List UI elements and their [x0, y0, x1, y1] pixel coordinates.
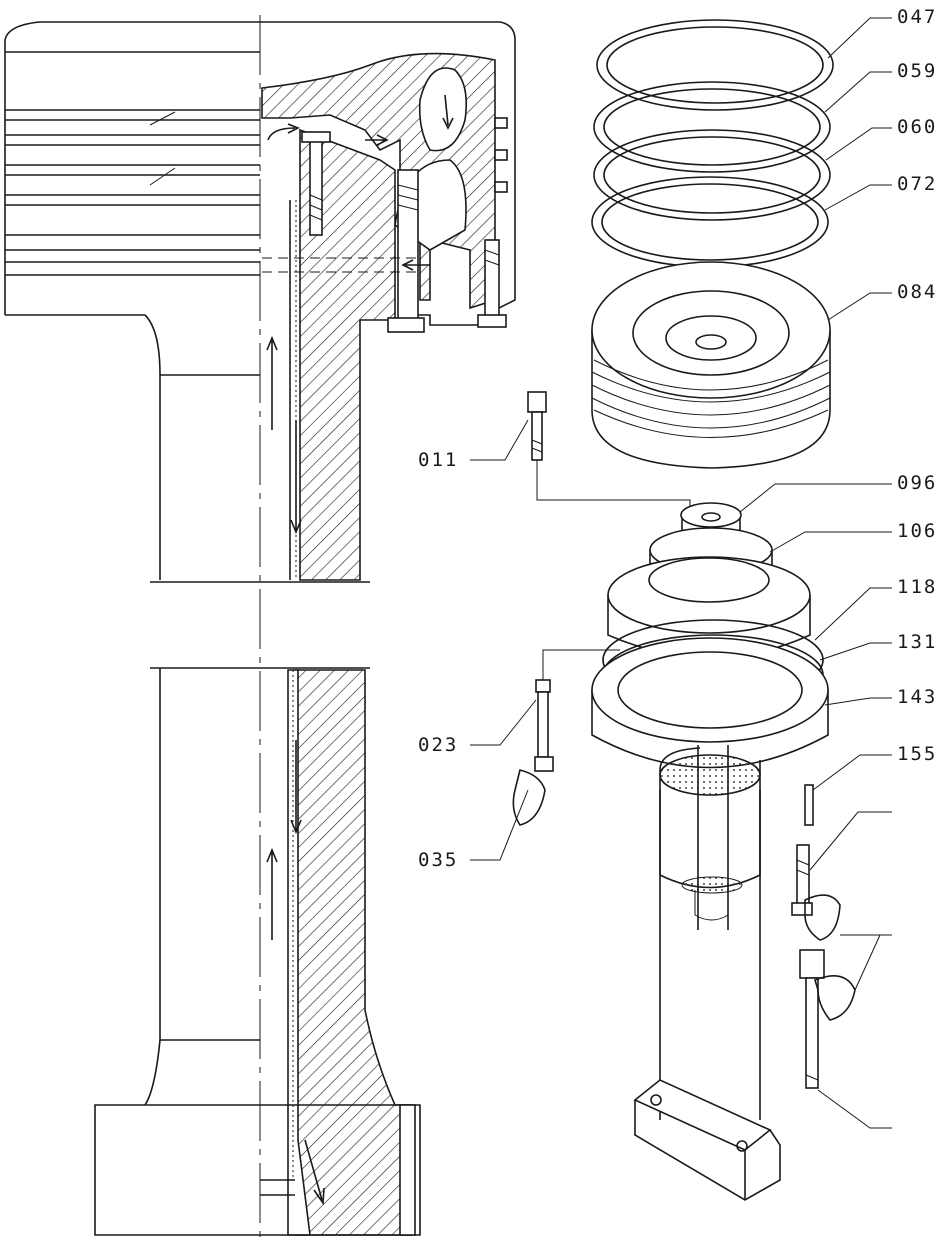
- rod-foot-block: [94, 1104, 421, 1236]
- callout-059: 059: [897, 60, 938, 82]
- foot-stud: [799, 949, 825, 1089]
- rod-bolt: [791, 844, 813, 916]
- rod-upper-hatched: [299, 128, 396, 581]
- hand-right: [804, 894, 841, 941]
- rod-foot: [633, 1079, 781, 1201]
- bolt-155: [804, 784, 814, 826]
- bolt-011: [527, 391, 691, 512]
- callout-143: 143: [897, 686, 938, 708]
- hand-left: [512, 769, 546, 826]
- piston-ring-072: [591, 176, 829, 268]
- rod-skirt-outline: [144, 314, 260, 580]
- piston-ring-047: [596, 19, 834, 111]
- leader-lines: [470, 17, 892, 1129]
- hand-lower: [814, 974, 856, 1021]
- callout-155: 155: [897, 743, 938, 765]
- callout-106: 106: [897, 520, 938, 542]
- piston-crown-outline: [4, 21, 516, 326]
- callout-096: 096: [897, 472, 938, 494]
- callout-072: 072: [897, 173, 938, 195]
- callout-118: 118: [897, 576, 938, 598]
- crown-bolt: [301, 131, 331, 236]
- callout-060: 060: [897, 116, 938, 138]
- bolt-023: [534, 649, 620, 772]
- outer-bolt: [477, 239, 507, 328]
- piston-crown-084: [591, 261, 831, 469]
- cooling-chamber: [418, 67, 468, 152]
- rod-lower-hatched: [294, 669, 411, 1236]
- callout-023: 023: [418, 734, 459, 756]
- rod-lower-column: [659, 745, 761, 1120]
- piston-ring-060: [593, 129, 831, 221]
- callout-011: 011: [418, 449, 459, 471]
- piston-ring-059: [593, 81, 831, 173]
- ring-grooves: [5, 51, 260, 276]
- flange-143: [591, 637, 829, 769]
- callout-084: 084: [897, 281, 938, 303]
- callout-131: 131: [897, 631, 938, 653]
- callout-047: 047: [897, 6, 938, 28]
- callout-035: 035: [418, 849, 459, 871]
- rod-upper-part: [659, 790, 761, 921]
- piston-section-view: [4, 15, 516, 1245]
- center-bolt: [387, 169, 425, 333]
